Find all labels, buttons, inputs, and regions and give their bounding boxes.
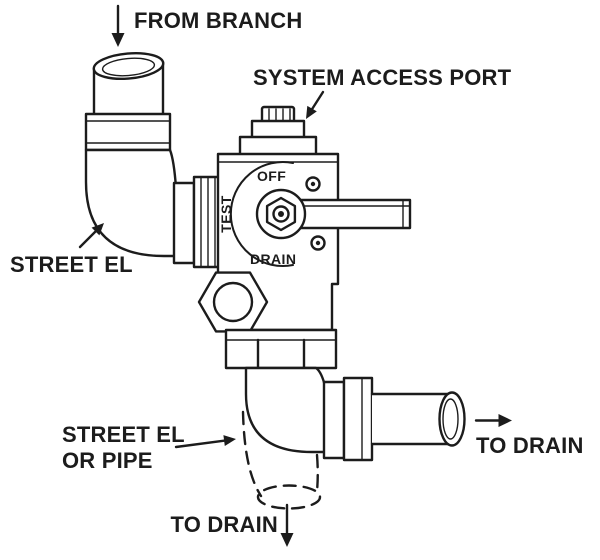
valve-drain-label: DRAIN [250,251,296,267]
street-el-arrow-line [78,228,99,249]
callout-to-drain-bottom: TO DRAIN [170,503,294,547]
street-el-or-pipe-label-line2: OR PIPE [62,448,153,473]
drain-pipe-body [372,394,452,444]
thread-sleeve [192,175,222,269]
diagram-root: OFF TEST DRAIN [10,4,584,547]
system-access-port [238,105,318,157]
system-access-port-arrow-line [310,90,325,112]
street-el-or-pipe-arrow-line [174,439,227,449]
drain-elbow-body [244,366,328,454]
union-nut [224,328,338,370]
street-el-or-pipe-label-line1: STREET EL [62,422,185,447]
union-nut-body [224,328,338,370]
drain-coupling-sleeve [342,376,374,462]
dashed-elbow-left-curve [241,410,263,498]
inlet-threaded-coupling [192,175,222,269]
elbow-body [84,148,178,258]
callout-to-drain-right: TO DRAIN [474,414,584,458]
drain-pipe [370,391,466,447]
callout-system-access-port: SYSTEM ACCESS PORT [253,65,512,119]
handle-bar [291,198,412,230]
system-access-port-label: SYSTEM ACCESS PORT [253,65,512,90]
screw-bottom [310,235,326,251]
port-cap [260,105,296,124]
elbow-hub [172,181,196,265]
to-drain-right-arrowhead-icon [498,414,512,427]
branch-pipe [84,51,172,152]
branch-pipe-inner-wall [101,57,156,77]
drain-pipe-open-end [438,391,466,447]
dashed-elbow-open-end [256,484,322,510]
from-branch-arrowhead-icon [111,33,125,47]
drain-pipe-inner-wall [442,398,459,440]
to-drain-bottom-arrowhead-icon [280,533,294,547]
screw-dot [315,240,321,246]
valve-off-label: OFF [257,168,286,184]
handle-pivot-bolt [255,188,307,240]
hex-plug-boss [212,281,254,323]
callout-street-el-or-pipe: STREET EL OR PIPE [62,422,236,473]
valve-handle [291,198,412,230]
from-branch-label: FROM BRANCH [134,8,302,33]
pivot-center-dot [278,211,284,217]
street-elbow-inlet [84,148,222,269]
street-el-arrowhead-icon [91,223,104,236]
screw-top [305,176,321,192]
to-drain-bottom-label: TO DRAIN [170,512,278,537]
callout-from-branch: FROM BRANCH [111,4,302,47]
callout-street-el: STREET EL [10,223,133,277]
valve-position-labels: OFF TEST DRAIN [218,168,296,267]
system-access-port-arrowhead-icon [306,105,317,119]
drain-elbow-hub [322,380,346,460]
dashed-elbow-right-curve [315,453,319,493]
port-base [238,135,318,157]
port-body [250,119,306,140]
street-el-label: STREET EL [10,252,133,277]
drain-coupling [342,376,374,462]
screw-dot [310,181,316,187]
coupling-band [84,112,172,152]
street-el-or-pipe-arrowhead-icon [223,435,236,446]
alternate-drain-dashed [241,410,322,510]
valve-test-label: TEST [218,195,234,232]
to-drain-right-label: TO DRAIN [476,433,584,458]
branch-pipe-coupling [84,112,172,152]
valve-position-arc [229,161,294,267]
drain-elbow [244,366,374,462]
